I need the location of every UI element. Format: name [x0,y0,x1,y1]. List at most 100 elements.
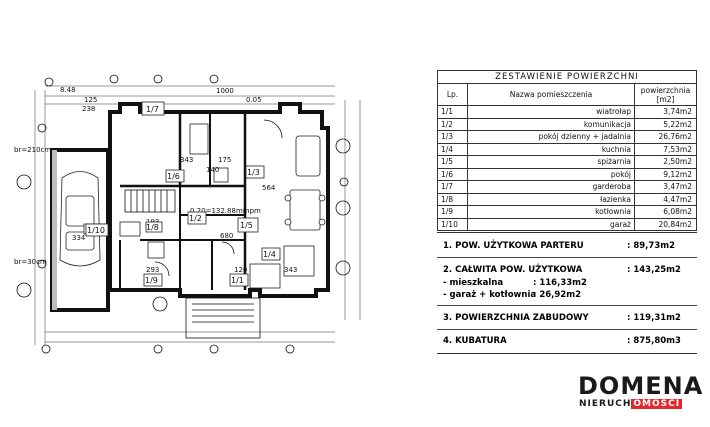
summary-label: - garaż + kotłownia [443,290,537,300]
room-tag-1-2: 1/2 [189,214,202,223]
table-title: ZESTAWIENIE POWIERZCHNI [437,70,697,84]
window-note-left-1: br=210cm [14,146,51,154]
cell-area: 20,84m2 [634,217,697,231]
dim-343: 343 [180,156,193,164]
summary-label: 3. POWIERZCHNIA ZABUDOWY [443,313,589,323]
summary-value: : 116,33m2 [533,278,587,288]
room-tag-1-10: 1/10 [87,226,105,235]
cell-name: komunikacja [467,117,635,131]
dim-140: 140 [206,166,219,174]
summary-garage-boiler: - garaż + kotłownia : 26,92m2 [443,290,581,300]
summary-value: : 26,92m2 [533,290,582,300]
cell-lp: 1/1 [437,105,468,119]
room-tag-1-8: 1/8 [146,223,159,232]
area-summary-table: ZESTAWIENIE POWIERZCHNI Lp. Nazwa pomies… [437,70,697,231]
cell-name: kotłownia [467,205,635,219]
dim-334: 334 [72,234,86,242]
dim-848: 8.48 [60,86,76,94]
cell-area: 4,47m2 [634,192,697,206]
dim-564: 564 [262,184,276,192]
window-note-left-2: br=30cm [14,258,47,266]
cell-lp: 1/7 [437,180,468,194]
cell-name: pokój dzienny + jadalnia [467,130,635,144]
dim-1000: 1000 [216,87,234,95]
summary-label: 2. CAŁWITA POW. UŻYTKOWA [443,265,583,275]
dim-120: 120 [234,266,247,274]
logo-tagline-start: NIERUCH [579,399,632,409]
furniture [119,119,326,289]
summary-value: : 875,80m3 [627,336,681,346]
cell-lp: 1/5 [437,155,468,169]
summary-volume: 4. KUBATURA : 875,80m3 [443,336,691,346]
dim-293: 293 [146,266,159,274]
summary-value: : 119,31m2 [627,313,681,323]
cell-area: 6,08m2 [634,205,697,219]
cell-lp: 1/10 [437,217,468,231]
cell-name: spiżarnia [467,155,635,169]
room-tag-1-7: 1/7 [146,105,159,114]
divider [437,329,697,330]
cell-lp: 1/6 [437,167,468,181]
summary-total-usable: 2. CAŁWITA POW. UŻYTKOWA : 143,25m2 [443,265,691,275]
cell-name: kuchnia [467,142,635,156]
window-markers [16,138,351,312]
cell-area: 9,12m2 [634,167,697,181]
dim-175: 175 [218,156,231,164]
room-tag-1-9: 1/9 [145,276,158,285]
summary-label: - mieszkalna [443,278,504,288]
logo-wordmark: DOMENA [578,372,704,400]
dim-238: 238 [82,105,95,113]
room-tag-1-5: 1/5 [240,221,253,230]
room-tag-1-3: 1/3 [247,168,260,177]
cell-lp: 1/4 [437,142,468,156]
dim-005: 0.05 [246,96,262,104]
divider [437,305,697,306]
cell-area: 5,22m2 [634,117,697,131]
cell-lp: 1/9 [437,205,468,219]
summary-value: : 143,25m2 [627,265,681,275]
room-tag-1-6: 1/6 [167,172,180,181]
col-header-lp: Lp. [437,83,468,106]
cell-lp: 1/8 [437,192,468,206]
cell-name: pokój [467,167,635,181]
divider [437,257,697,258]
summary-built-up: 3. POWIERZCHNIA ZABUDOWY : 119,31m2 [443,313,691,323]
dim-125: 125 [84,96,97,104]
summary-label: 4. KUBATURA [443,336,507,346]
summary-usable-ground: 1. POW. UŻYTKOWA PARTERU : 89,73m2 [443,241,691,251]
cell-area: 3,74m2 [634,105,697,119]
cell-lp: 1/2 [437,117,468,131]
area-summary: 1. POW. UŻYTKOWA PARTERU : 89,73m2 2. CA… [437,232,697,354]
cell-name: wiatrołap [467,105,635,119]
stair-note: 0.20=132.88mmpm [190,207,261,215]
col-header-name: Nazwa pomieszczenia [467,83,635,106]
cell-lp: 1/3 [437,130,468,144]
cell-area: 2,50m2 [634,155,697,169]
cell-area: 26,76m2 [634,130,697,144]
dimension-lines [34,85,361,345]
summary-label: 1. POW. UŻYTKOWA PARTERU [443,241,584,251]
section-markers [37,74,349,354]
logo-tagline-highlight: OMOŚCI [631,399,683,409]
room-tag-1-4: 1/4 [263,250,276,259]
room-tag-1-1: 1/1 [231,276,244,285]
cell-area: 7,53m2 [634,142,697,156]
col-header-area: powierzchnia [m2] [634,83,697,106]
dim-343b: 343 [284,266,297,274]
cell-name: łazienka [467,192,635,206]
entry-terrace [185,297,261,339]
summary-residential: - mieszkalna : 116,33m2 [443,278,587,288]
floor-plan-drawing: 1000 238 125 0.05 8.48 343 140 175 193 2… [14,74,361,354]
